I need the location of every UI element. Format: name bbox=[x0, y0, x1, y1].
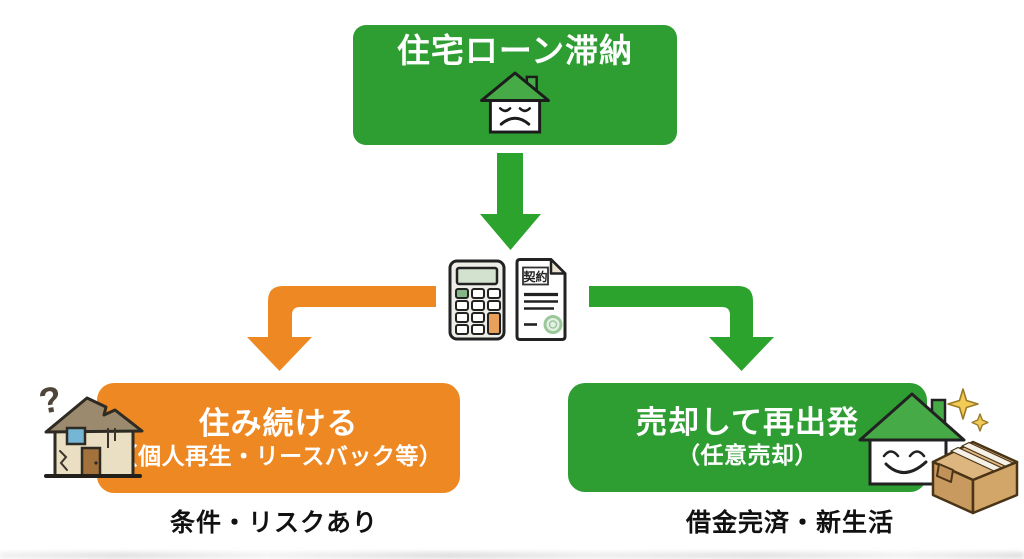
roof bbox=[858, 392, 966, 442]
moving-box-icon bbox=[931, 440, 1019, 515]
page-fold bbox=[549, 258, 567, 275]
sad-house-icon bbox=[480, 71, 550, 134]
stamp-seal-inner bbox=[548, 320, 558, 329]
calculator-icon bbox=[448, 259, 506, 341]
contract-label: 契約 bbox=[522, 269, 547, 284]
start-box: 住宅ローン滞納 bbox=[353, 25, 677, 145]
start-box-label: 住宅ローン滞納 bbox=[396, 32, 634, 69]
left-option-box: 住み続ける （個人再生・リースバック等） bbox=[97, 383, 460, 493]
arrow-down-icon bbox=[480, 153, 541, 250]
left-option-subtitle: （個人再生・リースバック等） bbox=[114, 442, 443, 469]
happy-eye-left bbox=[882, 450, 900, 458]
contract-document-icon: 契約 bbox=[515, 258, 567, 341]
door-knob bbox=[94, 461, 98, 465]
sad-eye-left bbox=[498, 107, 512, 113]
sparkles-icon bbox=[947, 388, 989, 432]
sad-eye-right bbox=[518, 107, 532, 113]
happy-eye-right bbox=[908, 450, 926, 458]
bottom-edge-artifact bbox=[0, 552, 1024, 559]
document-lines bbox=[524, 292, 558, 326]
calculator-buttons bbox=[455, 288, 501, 335]
roof bbox=[480, 71, 550, 103]
question-mark-icon: ? bbox=[36, 379, 65, 422]
right-option-caption: 借金完済・新生活 bbox=[685, 509, 895, 537]
old-house-roof bbox=[44, 396, 144, 434]
house-body bbox=[488, 96, 542, 134]
contract-label-box bbox=[522, 266, 549, 286]
right-illustration bbox=[858, 388, 1019, 515]
old-house-door bbox=[80, 446, 102, 478]
smile-mouth bbox=[884, 460, 928, 474]
frown-mouth bbox=[499, 116, 531, 126]
wall-crack bbox=[59, 450, 68, 471]
stamp-seal bbox=[543, 315, 563, 334]
left-option-caption: 条件・リスクあり bbox=[169, 509, 379, 537]
arrow-branch-right-icon bbox=[589, 286, 774, 371]
left-option-title: 住み続ける bbox=[198, 405, 359, 441]
arrow-branch-left-icon bbox=[247, 286, 436, 371]
right-option-subtitle: （任意売却） bbox=[677, 442, 818, 468]
old-house-window bbox=[65, 426, 87, 446]
right-option-title: 売却して再出発 bbox=[635, 405, 860, 440]
calculator-screen bbox=[455, 266, 499, 286]
damaged-house-icon: ? bbox=[36, 379, 144, 478]
